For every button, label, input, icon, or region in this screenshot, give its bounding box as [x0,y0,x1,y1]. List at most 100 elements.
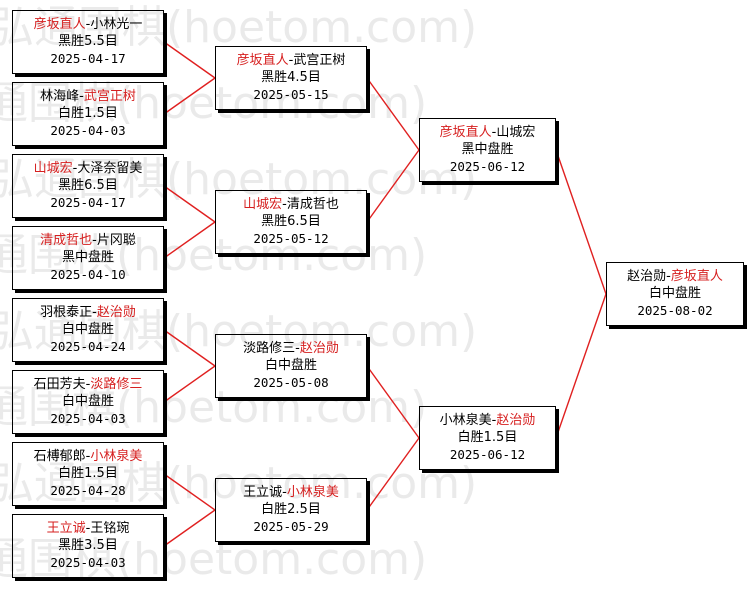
match-result: 白中盘胜 [648,286,701,301]
match-date: 2025-08-02 [637,303,713,318]
connector-line-r2m4 [366,437,420,511]
match-box-r1m4[interactable]: 清成哲也-片冈聪黑中盘胜 2025-04-10 [12,226,164,290]
match-date: 2025-04-17 [50,195,126,210]
player-white: 淡路修三 [90,377,143,392]
match-date: 2025-05-08 [253,375,329,390]
connector-line-r3m2 [555,293,607,439]
player-white: 武宫正树 [83,89,136,104]
connector-line-r2m3 [366,365,420,439]
player-black: 赵治勋 [627,269,667,284]
player-separator: - [92,305,97,320]
match-date: 2025-05-29 [253,519,329,534]
match-result: 黑胜4.5目 [261,70,321,85]
player-white: 小林光一 [90,17,143,32]
match-players: 彦坂直人-山城宏 [420,124,555,141]
player-white: 小林泉美 [286,485,339,500]
player-black: 彦坂直人 [236,53,289,68]
player-black: 彦坂直人 [439,125,492,140]
match-date: 2025-04-03 [50,123,126,138]
player-separator: - [491,125,497,140]
match-players: 清成哲也-片冈聪 [13,232,163,249]
match-result: 黑中盘胜 [461,142,514,157]
match-players: 彦坂直人-武宫正树 [216,52,366,69]
player-separator: - [282,197,287,212]
match-players: 石榑郁郎-小林泉美 [13,448,163,465]
match-date: 2025-04-10 [50,267,126,282]
player-white: 彦坂直人 [670,269,723,284]
player-white: 王铭琬 [90,521,130,536]
player-separator: - [288,53,294,68]
match-players: 彦坂直人-小林光一 [13,16,163,33]
match-date: 2025-05-12 [253,231,329,246]
player-black: 羽根泰正 [40,305,93,320]
match-players: 山城宏-大泽奈留美 [13,160,163,177]
match-date: 2025-06-12 [449,159,526,174]
player-white: 赵治勋 [496,413,536,428]
match-date: 2025-04-03 [50,411,126,426]
player-black: 彦坂直人 [33,17,86,32]
player-separator: - [92,233,97,248]
player-white: 小林泉美 [90,449,143,464]
connector-line-r1m1 [163,41,216,79]
player-separator: - [491,413,497,428]
match-result: 黑胜5.5目 [58,34,118,49]
match-players: 石田芳夫-淡路修三 [13,376,163,393]
match-date: 2025-06-12 [449,447,526,462]
match-result: 白胜1.5目 [58,466,118,481]
player-black: 小林泉美 [439,413,492,428]
match-box-r3m1[interactable]: 彦坂直人-山城宏黑中盘胜 2025-06-12 [419,118,556,182]
player-separator: - [666,269,671,284]
connector-line-r1m4 [163,221,216,259]
match-date: 2025-04-03 [50,555,126,570]
match-date: 2025-04-24 [50,339,126,354]
match-box-r4m1[interactable]: 赵治勋-彦坂直人白中盘胜 2025-08-02 [606,262,744,326]
player-black: 山城宏 [243,197,283,212]
match-box-r1m1[interactable]: 彦坂直人-小林光一黑胜5.5目 2025-04-17 [12,10,164,74]
match-players: 林海峰-武宫正树 [13,88,163,105]
player-separator: - [282,485,287,500]
player-black: 林海峰 [40,89,80,104]
player-black: 王立诚 [46,521,86,536]
player-white: 清成哲也 [286,197,339,212]
match-result: 黑胜3.5目 [58,538,118,553]
player-separator: - [85,377,91,392]
match-date: 2025-04-28 [50,483,126,498]
match-result: 白胜2.5目 [261,502,321,517]
player-separator: - [79,89,84,104]
match-result: 白胜1.5目 [58,106,118,121]
connector-line-r3m1 [555,149,607,295]
player-white: 片冈聪 [96,233,136,248]
match-result: 白中盘胜 [264,358,317,373]
connector-line-r2m2 [366,149,420,223]
connector-line-r1m5 [163,329,216,367]
player-black: 石田芳夫 [33,377,86,392]
match-box-r1m7[interactable]: 石榑郁郎-小林泉美白胜1.5目 2025-04-28 [12,442,164,506]
connector-line-r1m7 [163,473,216,511]
connector-line-r1m2 [163,77,216,115]
player-separator: - [295,341,300,356]
player-black: 淡路修三 [243,341,296,356]
player-white: 赵治勋 [299,341,339,356]
match-players: 王立诚-王铭琬 [13,520,163,537]
match-box-r1m8[interactable]: 王立诚-王铭琬黑胜3.5目 2025-04-03 [12,514,164,578]
player-white: 武宫正树 [293,53,346,68]
match-date: 2025-04-17 [50,51,126,66]
match-players: 小林泉美-赵治勋 [420,412,555,429]
player-separator: - [85,449,91,464]
match-box-r2m3[interactable]: 淡路修三-赵治勋白中盘胜 2025-05-08 [215,334,367,398]
player-separator: - [72,161,78,176]
match-players: 羽根泰正-赵治勋 [13,304,163,321]
match-result: 黑中盘胜 [61,250,114,265]
connector-line-r1m3 [163,185,216,223]
match-result: 白胜1.5目 [457,430,518,445]
match-result: 白中盘胜 [61,394,114,409]
